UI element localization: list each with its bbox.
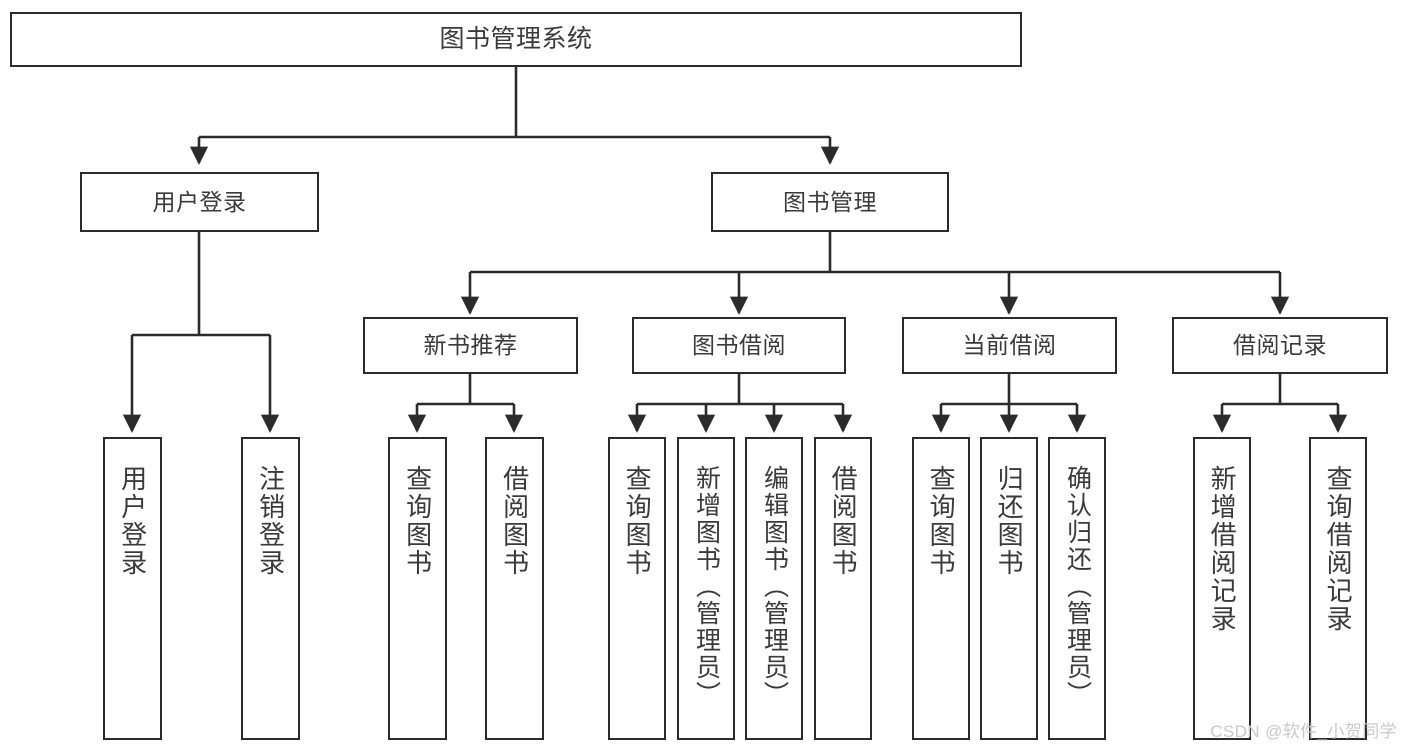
node-label: 查询图书 bbox=[622, 465, 653, 577]
node-label: 用户登录 bbox=[152, 188, 247, 215]
node-label: 查询图书 bbox=[926, 465, 957, 577]
node-label: 确认归还（管理员） bbox=[1063, 465, 1092, 708]
leaf-logout-login[interactable]: 注销登录 bbox=[241, 437, 300, 740]
leaf-borrow-book-recommend[interactable]: 借阅图书 bbox=[485, 437, 544, 740]
node-label: 用户登录 bbox=[117, 465, 148, 577]
node-borrow-record[interactable]: 借阅记录 bbox=[1172, 317, 1388, 374]
node-label: 新书推荐 bbox=[423, 332, 518, 359]
node-label: 注销登录 bbox=[255, 465, 286, 577]
node-label: 归还图书 bbox=[994, 465, 1025, 577]
node-label: 图书管理系统 bbox=[439, 25, 593, 53]
leaf-add-borrow-record[interactable]: 新增借阅记录 bbox=[1193, 437, 1251, 740]
leaf-query-borrow-record[interactable]: 查询借阅记录 bbox=[1309, 437, 1367, 740]
node-book-borrow[interactable]: 图书借阅 bbox=[632, 317, 846, 374]
node-book-manage[interactable]: 图书管理 bbox=[711, 172, 949, 232]
node-label: 借阅图书 bbox=[499, 465, 530, 577]
node-new-book-recommend[interactable]: 新书推荐 bbox=[363, 317, 578, 374]
node-label: 新增图书（管理员） bbox=[692, 465, 721, 708]
node-label: 图书管理 bbox=[783, 188, 877, 215]
leaf-edit-book[interactable]: 编辑图书（管理员） bbox=[745, 437, 803, 740]
node-book-management-system[interactable]: 图书管理系统 bbox=[10, 12, 1022, 67]
node-label: 查询图书 bbox=[402, 465, 433, 577]
leaf-user-login[interactable]: 用户登录 bbox=[103, 437, 162, 740]
leaf-query-book-recommend[interactable]: 查询图书 bbox=[388, 437, 447, 740]
leaf-query-book-current[interactable]: 查询图书 bbox=[912, 437, 970, 740]
leaf-confirm-return[interactable]: 确认归还（管理员） bbox=[1048, 437, 1106, 740]
leaf-borrow-book[interactable]: 借阅图书 bbox=[814, 437, 872, 740]
node-user-login[interactable]: 用户登录 bbox=[80, 172, 319, 232]
node-label: 编辑图书（管理员） bbox=[760, 465, 789, 708]
node-label: 图书借阅 bbox=[692, 332, 786, 359]
leaf-return-book[interactable]: 归还图书 bbox=[980, 437, 1038, 740]
node-label: 新增借阅记录 bbox=[1207, 465, 1238, 633]
node-label: 当前借阅 bbox=[962, 332, 1057, 359]
leaf-query-book-borrow[interactable]: 查询图书 bbox=[608, 437, 666, 740]
node-label: 借阅记录 bbox=[1233, 332, 1327, 359]
leaf-add-book[interactable]: 新增图书（管理员） bbox=[677, 437, 735, 740]
node-label: 借阅图书 bbox=[828, 465, 859, 577]
node-label: 查询借阅记录 bbox=[1323, 465, 1354, 633]
node-current-borrow[interactable]: 当前借阅 bbox=[902, 317, 1117, 374]
